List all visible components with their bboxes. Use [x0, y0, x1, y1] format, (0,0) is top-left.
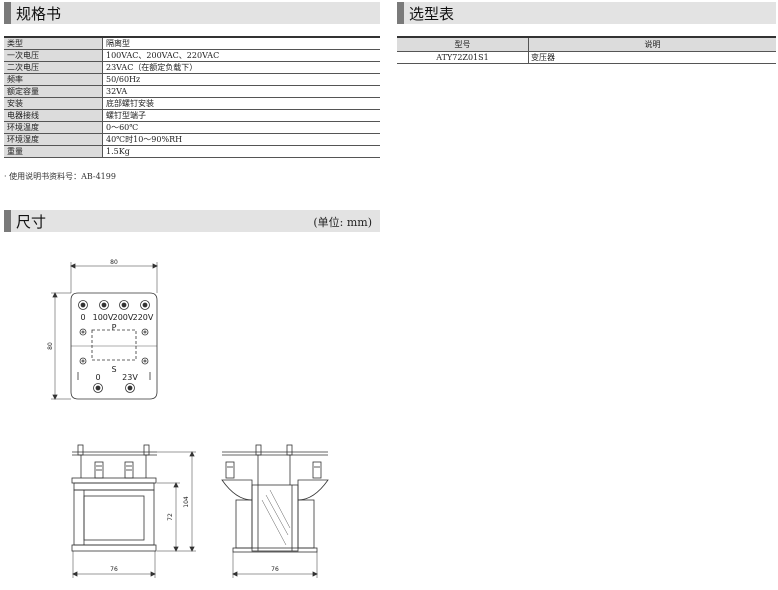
- secondary-label-0: 0: [95, 373, 100, 382]
- select-section-title: 选型表: [409, 5, 455, 23]
- terminal-screw-icon: [99, 300, 109, 310]
- secondary-s-label: S: [111, 365, 116, 374]
- spec-key: 额定容量: [4, 85, 103, 98]
- top-view-outline: [70, 292, 158, 400]
- spec-key: 环境湿度: [4, 133, 103, 146]
- terminal-screw-icon: [125, 383, 135, 393]
- secondary-label-23v: 23V: [122, 373, 138, 382]
- primary-label-100v: 100V: [93, 313, 114, 322]
- spec-key: 二次电压: [4, 61, 103, 74]
- spec-value: 隔离型: [102, 36, 380, 50]
- spec-value: 螺钉型端子: [102, 109, 380, 122]
- spec-section-header: 规格书: [4, 2, 380, 24]
- column-header-model: 型号: [397, 36, 529, 52]
- dim-top-height: 80: [47, 342, 54, 350]
- table-row: 安装底部螺钉安装: [4, 97, 380, 110]
- dim-section-header: 尺寸 (单位: mm): [4, 210, 380, 232]
- primary-p-label: P: [112, 323, 117, 332]
- spec-value: 32VA: [102, 85, 380, 98]
- terminal-screw-icon: [78, 300, 88, 310]
- spec-key: 一次电压: [4, 49, 103, 62]
- spec-key: 电器接线: [4, 109, 103, 122]
- side-view: [221, 444, 329, 578]
- table-row: 电器接线螺钉型端子: [4, 109, 380, 122]
- spec-value: 底部螺钉安装: [102, 97, 380, 110]
- front-view: [71, 444, 196, 578]
- spec-key: 重量: [4, 145, 103, 158]
- spec-key: 安装: [4, 97, 103, 110]
- terminal-screw-icon: [140, 300, 150, 310]
- column-header-desc: 说明: [528, 36, 776, 52]
- spec-key: 环境温度: [4, 121, 103, 134]
- dim-section-title: 尺寸: [16, 213, 47, 231]
- primary-label-200v: 200V: [113, 313, 134, 322]
- dim-front-width: 76: [110, 566, 118, 573]
- spec-value: 100VAC、200VAC、220VAC: [102, 49, 380, 62]
- dim-top-width: 80: [110, 259, 118, 266]
- manual-note: · 使用说明书资料号：AB-4199: [4, 172, 116, 181]
- spec-key: 频率: [4, 73, 103, 86]
- terminal-screw-icon: [93, 383, 103, 393]
- header-marker: [4, 210, 11, 232]
- table-row: 类型隔离型: [4, 36, 380, 50]
- table-row: ATY72Z01S1 变压器: [397, 51, 776, 64]
- dim-unit-label: (单位: mm): [313, 216, 372, 229]
- select-section-header: 选型表: [397, 2, 776, 24]
- dim-front-total-height: 104: [183, 496, 190, 508]
- select-table: 型号 说明 ATY72Z01S1 变压器: [397, 36, 776, 64]
- table-header-row: 型号 说明: [397, 36, 776, 52]
- primary-label-0: 0: [80, 313, 85, 322]
- spec-key: 类型: [4, 36, 103, 50]
- dim-side-width: 76: [271, 566, 279, 573]
- primary-label-220v: 220V: [133, 313, 154, 322]
- terminal-screw-icon: [119, 300, 129, 310]
- header-marker: [4, 2, 11, 24]
- spec-value: 40℃时10～90%RH: [102, 133, 380, 146]
- model-cell: ATY72Z01S1: [397, 51, 529, 64]
- header-marker: [397, 2, 404, 24]
- spec-value: 23VAC（在额定负载下）: [102, 61, 380, 74]
- spec-value: 0～60℃: [102, 121, 380, 134]
- desc-cell: 变压器: [528, 51, 776, 64]
- spec-value: 1.5Kg: [102, 145, 380, 158]
- dim-front-inner-height: 72: [167, 513, 174, 521]
- spec-value: 50/60Hz: [102, 73, 380, 86]
- spec-section-title: 规格书: [16, 5, 62, 23]
